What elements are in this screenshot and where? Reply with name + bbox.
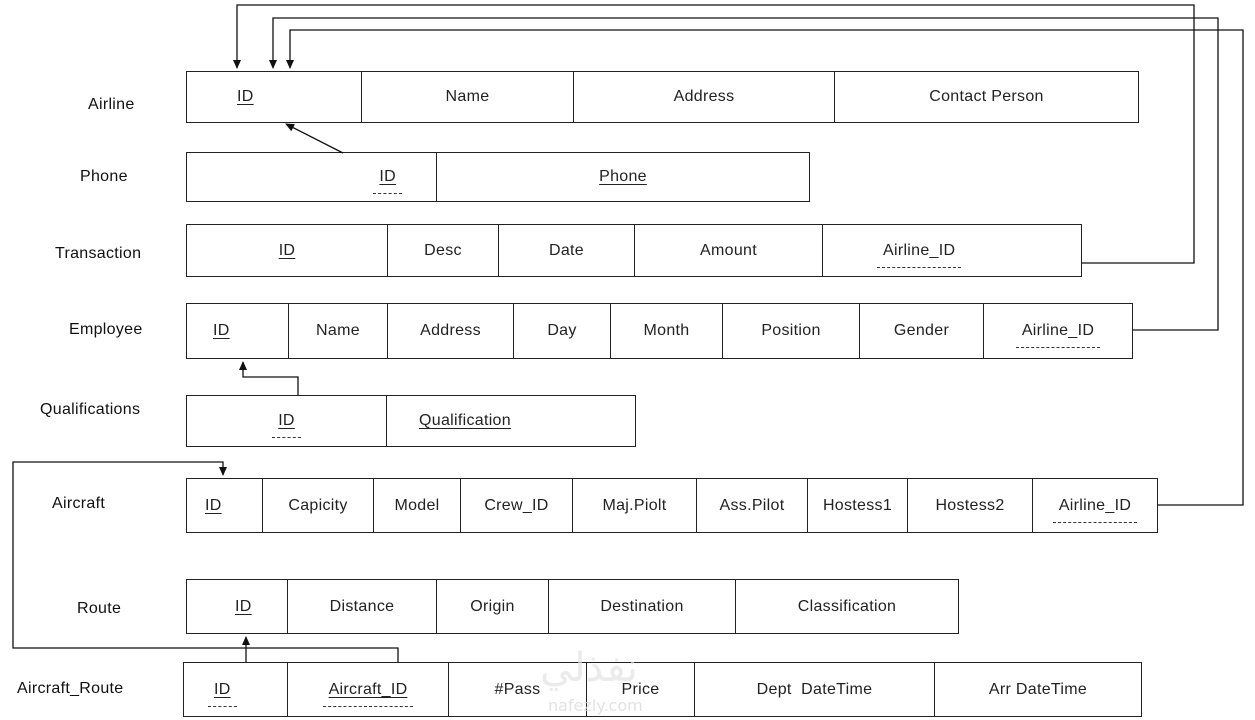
field-aircraft-crew-id: Crew_ID [461,479,573,532]
field-phone-phone: Phone [599,168,647,185]
entity-table-aircraft: ID Capicity Model Crew_ID Maj.Piolt Ass.… [186,478,1158,533]
field-route-distance: Distance [288,580,437,633]
field-employee-airline-id: Airline_ID [1015,322,1101,348]
field-employee-name: Name [289,304,388,358]
field-aircraft-route-aircraft-id: Aircraft_ID [288,663,449,716]
field-airline-contact-person: Contact Person [929,88,1044,105]
field-qualifications-qualification: Qualification [419,412,511,429]
field-aircraft-id: ID [187,479,263,532]
entity-table-qualifications: ID Qualification [186,395,636,447]
field-qualifications-id: ID [187,396,387,446]
entity-label-airline: Airline [88,96,135,113]
field-aircraft-hostess1: Hostess1 [808,479,908,532]
entity-table-phone: ID Phone [186,152,810,202]
field-employee-gender: Gender [860,304,984,358]
field-transaction-desc: Desc [388,225,499,276]
field-transaction-amount: Amount [635,225,823,276]
field-employee-day: Day [514,304,611,358]
field-airline-id: ID [187,72,362,122]
entity-table-employee: ID Name Address Day Month Position Gende… [186,303,1133,359]
entity-label-aircraft-route: Aircraft_Route [17,680,124,697]
field-aircraft-route-price: Price [587,663,695,716]
field-aircraft-airline-id: Airline_ID [1052,496,1138,523]
field-aircraft-model: Model [374,479,461,532]
entity-label-aircraft: Aircraft [52,495,106,512]
field-aircraft-route-arr-datetime: Arr DateTime [988,680,1088,698]
field-aircraft-capicity: Capicity [263,479,374,532]
entity-label-phone: Phone [80,168,128,185]
field-employee-id: ID [187,304,289,358]
entity-table-airline: ID Name Address Contact Person [186,71,1139,123]
entity-table-route: ID Distance Origin Destination Classific… [186,579,959,634]
field-aircraft-hostess2: Hostess2 [908,479,1033,532]
field-employee-address: Address [388,304,514,358]
field-phone-id: ID [187,153,437,201]
fk-phone-airline-line [285,123,344,154]
fk-qualifications-employee-line [239,361,299,395]
field-aircraft-route-dept-datetime: Dept DateTime [695,663,935,716]
field-transaction-date: Date [499,225,635,276]
field-aircraft-maj-pilot: Maj.Piolt [573,479,697,532]
field-route-id: ID [187,580,288,633]
field-route-classification: Classification [797,597,897,615]
field-employee-position: Position [723,304,860,358]
field-airline-name: Name [362,72,574,122]
field-employee-month: Month [611,304,723,358]
field-transaction-airline-id: Airline_ID [876,241,962,268]
field-route-destination: Destination [549,580,736,633]
entity-label-qualifications: Qualifications [40,401,141,418]
entity-table-aircraft-route: ID Aircraft_ID #Pass Price Dept DateTime… [183,662,1142,717]
field-aircraft-route-id: ID [184,663,288,716]
entity-table-transaction: ID Desc Date Amount Airline_ID [186,224,1082,277]
entity-label-transaction: Transaction [55,245,142,262]
field-aircraft-route-pass: #Pass [449,663,587,716]
entity-label-employee: Employee [69,321,143,338]
field-transaction-id: ID [187,225,388,276]
field-route-origin: Origin [437,580,549,633]
entity-label-route: Route [77,600,122,617]
field-aircraft-ass-pilot: Ass.Pilot [697,479,808,532]
field-airline-address: Address [574,72,835,122]
